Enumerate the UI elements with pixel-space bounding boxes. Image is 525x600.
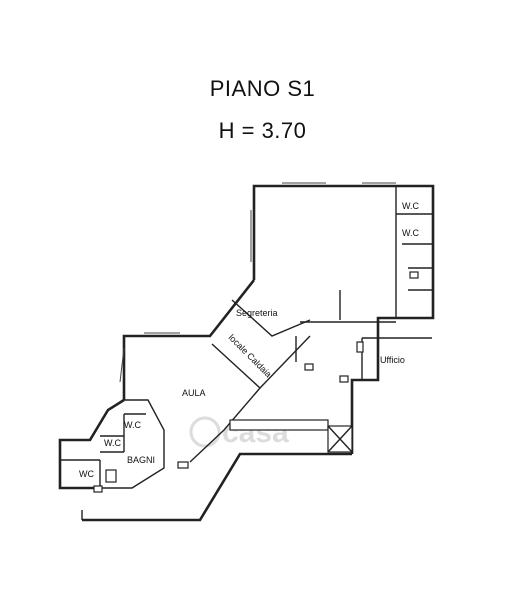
ufficio-door (356, 341, 364, 353)
wall-bottom (82, 452, 352, 522)
label-wc-small-upper: W.C (124, 420, 141, 430)
wall-bathrooms-left (58, 398, 125, 490)
windows (119, 182, 396, 383)
toilet-fixture (105, 469, 117, 483)
label-locale-caldaia: locale Caldaia (227, 332, 274, 379)
lift-cross-2 (327, 425, 353, 453)
wall-segreteria (231, 299, 311, 337)
watermark-logo-icon (189, 416, 221, 448)
column-2 (304, 363, 314, 371)
plan-title: PIANO S1 (209, 76, 316, 101)
wall-aula-top (122, 279, 256, 400)
column-1 (339, 375, 349, 383)
wall-corridor (189, 387, 261, 463)
plan-height: H = 3.70 (218, 118, 307, 143)
outer-walls (58, 184, 435, 522)
window-aula-1 (119, 347, 125, 383)
label-wc-top: W.C (402, 201, 419, 211)
bathroom-walls (60, 399, 189, 493)
label-wc-second: W.C (402, 228, 419, 238)
label-wc-left: WC (79, 469, 94, 479)
corridor-partition (229, 419, 329, 431)
label-bagni: BAGNI (127, 455, 155, 465)
label-aula: AULA (182, 388, 206, 398)
label-wc-small-lower: W.C (104, 438, 121, 448)
middle-walls (189, 290, 432, 463)
wc-fixture (409, 271, 419, 279)
label-ufficio: Ufficio (380, 355, 405, 365)
column-3 (177, 461, 189, 469)
wall-right-block (252, 184, 435, 454)
door-jamb (93, 485, 103, 493)
wc-block-walls (395, 186, 433, 318)
wall-bagni-outer (94, 399, 165, 489)
label-segreteria: Segreteria (236, 308, 278, 318)
